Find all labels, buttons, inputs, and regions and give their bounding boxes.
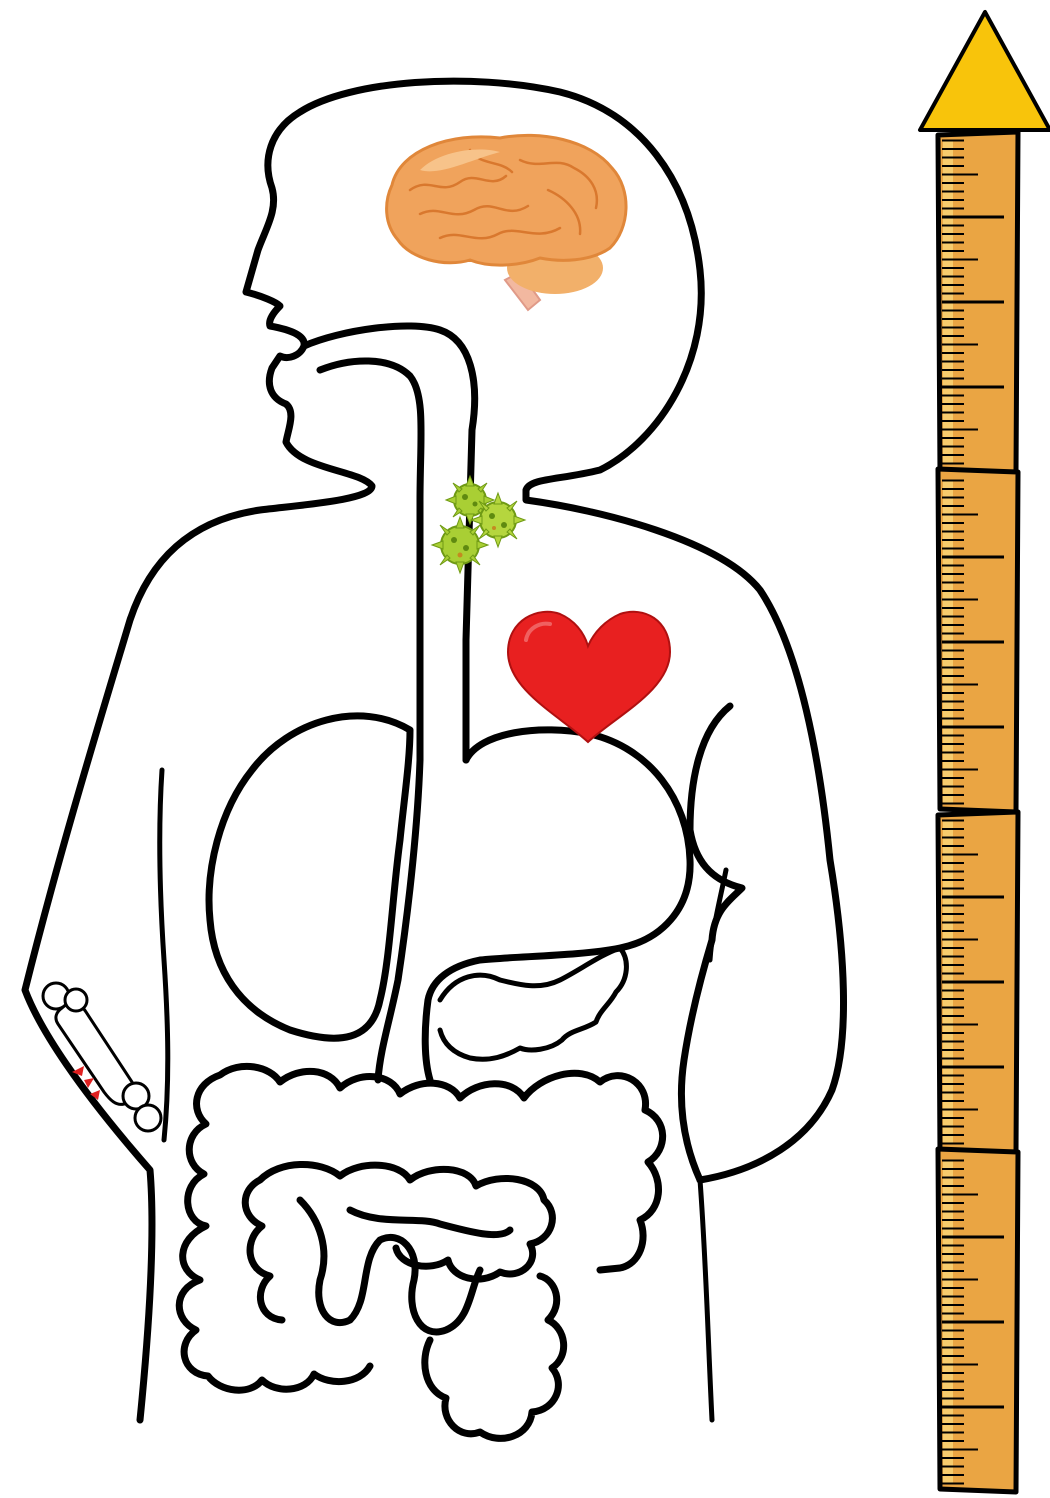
left-torso-line xyxy=(160,770,168,1140)
ruler-segment xyxy=(938,812,1018,1155)
arrow-head xyxy=(920,12,1050,130)
small-intestine xyxy=(245,1164,552,1332)
ruler-arrow-icon xyxy=(920,12,1050,1492)
ruler-segment xyxy=(938,469,1018,812)
right-hip-line xyxy=(700,1180,712,1420)
germ xyxy=(471,493,525,547)
bone-knob xyxy=(65,989,87,1011)
brain-icon xyxy=(387,135,626,310)
ruler-segment xyxy=(938,132,1018,475)
ruler-segment xyxy=(938,1149,1018,1492)
ruler-body xyxy=(938,132,1018,1492)
bone-knob xyxy=(135,1105,161,1131)
stomach xyxy=(425,730,690,1080)
cerebrum xyxy=(387,135,626,265)
liver xyxy=(209,716,410,1038)
germ xyxy=(432,517,488,573)
germs-icon xyxy=(432,476,525,573)
right-arm-inner-line xyxy=(710,870,726,960)
